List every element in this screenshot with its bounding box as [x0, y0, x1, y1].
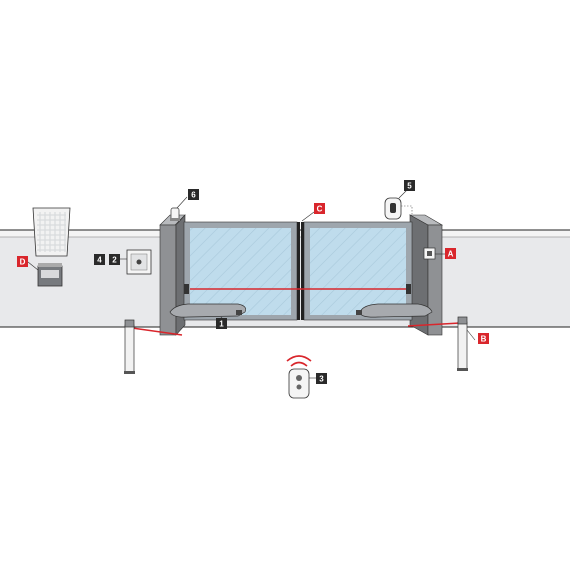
- label-D: D: [17, 256, 28, 267]
- solar-panel: [32, 207, 71, 257]
- gate-center-stop: [297, 222, 304, 320]
- antenna-receiver: [384, 197, 413, 220]
- svg-text:C: C: [317, 205, 323, 214]
- key-selector: [423, 247, 436, 260]
- svg-text:1: 1: [219, 320, 224, 329]
- left-gate-operator: [169, 303, 247, 318]
- svg-text:A: A: [448, 250, 454, 259]
- inner-photocell-right: [406, 284, 411, 294]
- svg-text:4: 4: [97, 256, 102, 265]
- outer-photocell-beam: [131, 322, 461, 336]
- svg-text:D: D: [20, 258, 26, 267]
- right-gate-operator: [356, 303, 433, 318]
- label-6: 6: [188, 189, 199, 200]
- label-3: 3: [316, 373, 327, 384]
- label-C: C: [314, 203, 325, 214]
- svg-text:5: 5: [407, 182, 412, 191]
- flashing-lamp: [170, 207, 180, 221]
- remote-control: [286, 355, 312, 399]
- label-A: A: [445, 248, 456, 259]
- battery-box: [37, 263, 63, 287]
- control-unit: [126, 249, 152, 275]
- label-4: 4: [94, 254, 105, 265]
- left-gate-leaf: [183, 221, 298, 321]
- label-1: 1: [216, 318, 227, 329]
- photocell-post-left: [124, 319, 135, 374]
- label-2: 2: [109, 254, 120, 265]
- photocell-post-right: [457, 316, 468, 371]
- inner-photocell-left: [184, 284, 189, 294]
- label-B: B: [478, 333, 489, 344]
- svg-text:6: 6: [191, 191, 196, 200]
- svg-text:2: 2: [112, 256, 117, 265]
- svg-text:B: B: [481, 335, 487, 344]
- svg-text:3: 3: [319, 375, 324, 384]
- right-pillar: [408, 214, 444, 336]
- label-5: 5: [404, 180, 415, 191]
- right-gate-leaf: [303, 221, 413, 321]
